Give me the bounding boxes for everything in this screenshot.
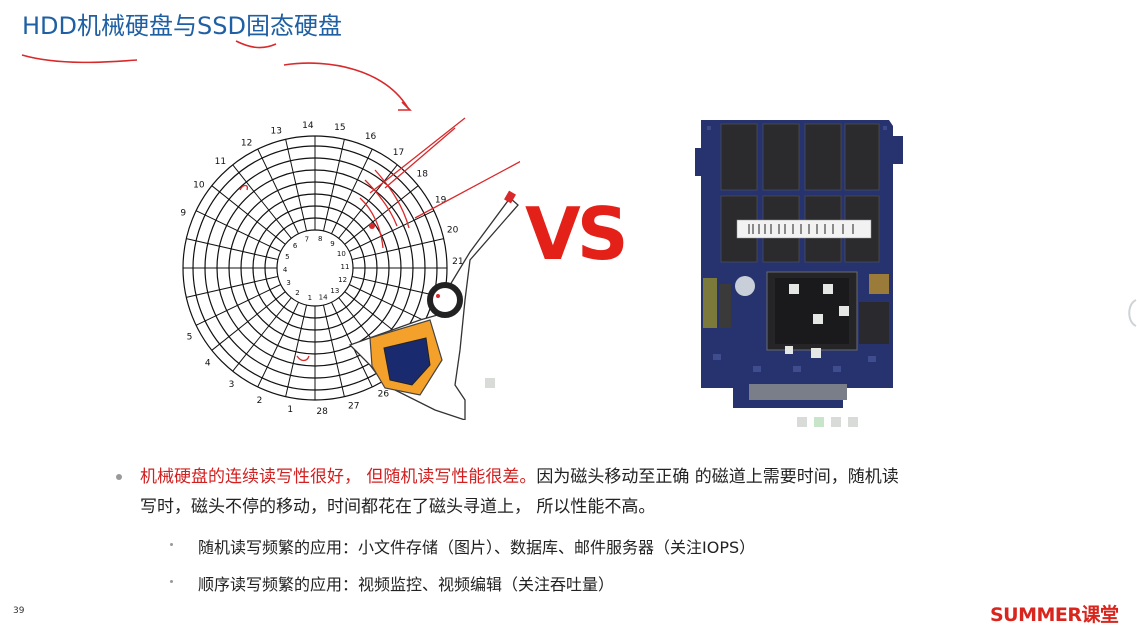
outer-track-label: 18 [416, 169, 428, 179]
outer-track-label: 20 [447, 225, 459, 235]
slide-title: HDD机械硬盘与SSD固态硬盘 [22, 12, 342, 40]
outer-track-label: 13 [271, 126, 282, 136]
inner-track-label: 6 [293, 242, 298, 250]
outer-track-label: 14 [302, 121, 314, 131]
outer-track-label: 15 [334, 123, 345, 133]
ssd-connector-pins [797, 417, 858, 427]
outer-track-label: 16 [365, 132, 377, 142]
inner-track-label: 4 [283, 266, 288, 274]
main-bullet-highlight: 机械硬盘的连续读写性很好， 但随机读写性能很差。 [140, 467, 537, 487]
main-bullet-text: 机械硬盘的连续读写性很好， 但随机读写性能很差。因为磁头移动至正确 的磁道上需要… [140, 462, 1036, 522]
sub-bullet-text: 顺序读写频繁的应用：视频监控、视频编辑（关注吞吐量） [198, 575, 615, 594]
inner-track-label: 1 [308, 294, 312, 302]
inner-track-label: 7 [305, 236, 309, 244]
sub-bullet-dot-icon [170, 580, 173, 583]
hdd-platter-diagram: 1234567891011121314151617181920212223242… [169, 107, 621, 424]
sub-bullet-random: 随机读写频繁的应用：小文件存储（图片）、数据库、邮件服务器（关注IOPS） [170, 534, 755, 558]
inner-track-label: 8 [318, 235, 322, 243]
outer-track-label: 27 [348, 402, 359, 412]
inner-track-label: 13 [330, 287, 339, 295]
vs-label: VS [525, 192, 629, 276]
side-edge-icon [1128, 299, 1137, 327]
inner-track-label: 9 [330, 240, 334, 248]
outer-track-label: 11 [215, 157, 226, 167]
summer-logo: SUMMER课堂 [990, 604, 1119, 626]
inner-track-label: 3 [286, 279, 290, 287]
outer-track-label: 1 [287, 405, 293, 415]
outer-track-label: 4 [205, 359, 211, 369]
outer-track-label: 10 [193, 181, 205, 191]
outer-track-label: 12 [241, 138, 252, 148]
bullet-dot-icon [116, 474, 122, 480]
outer-track-label: 17 [393, 148, 404, 158]
outer-track-label: 5 [187, 332, 193, 342]
inner-track-label: 10 [337, 250, 346, 258]
outer-track-label: 26 [378, 390, 390, 400]
inner-track-label: 11 [341, 263, 350, 271]
inner-track-label: 5 [285, 253, 289, 261]
sub-bullet-dot-icon [170, 543, 173, 546]
main-bullet-line2: 写时，磁头不停的移动，时间都花在了磁头寻道上， 所以性能不高。 [140, 497, 656, 517]
page-number: 39 [13, 606, 25, 616]
outer-track-label: 9 [180, 208, 186, 218]
sub-bullet-sequential: 顺序读写频繁的应用：视频监控、视频编辑（关注吞吐量） [170, 571, 614, 595]
hdd-actuator-arm [348, 190, 519, 421]
ssd-circuit-board-image [693, 116, 908, 425]
inner-track-label: 12 [338, 276, 347, 284]
main-bullet: 机械硬盘的连续读写性很好， 但随机读写性能很差。因为磁头移动至正确 的磁道上需要… [116, 462, 1036, 522]
outer-track-label: 28 [316, 407, 328, 417]
outer-track-label: 3 [229, 380, 235, 390]
outer-track-label: 2 [257, 396, 263, 406]
outer-track-label: 21 [452, 257, 463, 267]
inner-track-label: 2 [295, 289, 299, 297]
sub-bullet-text: 随机读写频繁的应用：小文件存储（图片）、数据库、邮件服务器（关注IOPS） [198, 538, 756, 557]
outer-track-label: 19 [435, 196, 447, 206]
main-bullet-line1: 因为磁头移动至正确 的磁道上需要时间，随机读 [536, 467, 899, 487]
inner-track-label: 14 [319, 293, 328, 301]
